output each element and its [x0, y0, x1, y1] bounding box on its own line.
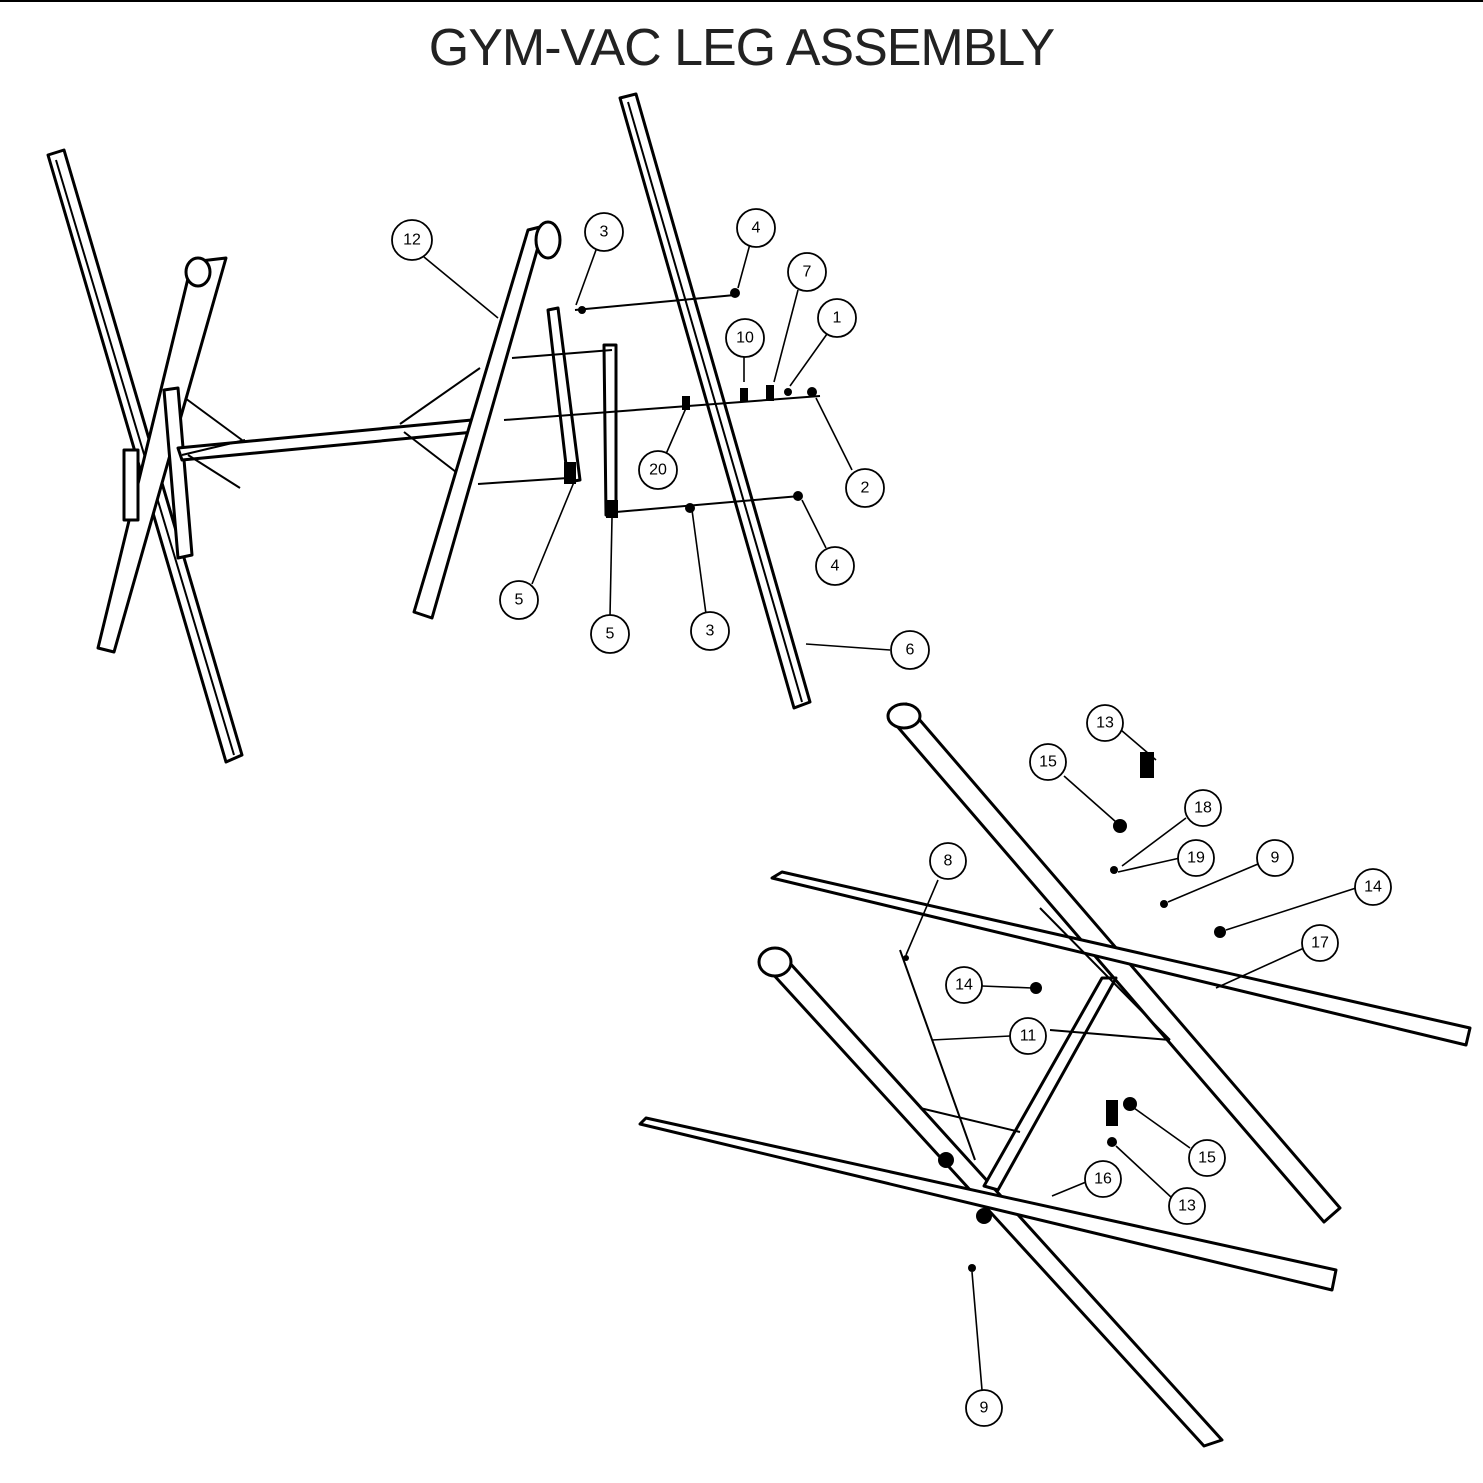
callout-c1: 1	[817, 298, 857, 338]
callout-c17: 17	[1301, 924, 1339, 962]
callout-c19: 19	[1177, 839, 1215, 877]
callout-c9b: 9	[965, 1389, 1003, 1427]
callout-label: 14	[1364, 879, 1382, 896]
callout-c5b: 5	[590, 614, 630, 654]
callout-label: 1	[833, 310, 842, 327]
callout-c12: 12	[391, 219, 433, 261]
callout-label: 15	[1198, 1150, 1216, 1167]
callout-label: 17	[1311, 935, 1329, 952]
callout-label: 11	[1020, 1028, 1037, 1045]
callout-label: 16	[1094, 1171, 1112, 1188]
callout-label: 14	[955, 977, 973, 994]
callout-c8: 8	[929, 842, 967, 880]
callout-label: 19	[1187, 850, 1205, 867]
diagram-title: GYM-VAC LEG ASSEMBLY	[428, 19, 1055, 77]
callout-c10: 10	[725, 318, 765, 358]
callout-label: 20	[649, 462, 667, 479]
callout-c15a: 15	[1029, 743, 1067, 781]
callout-label: 13	[1178, 1198, 1196, 1215]
callout-c16: 16	[1084, 1160, 1122, 1198]
callout-label: 5	[515, 592, 524, 609]
callout-label: 8	[944, 853, 953, 870]
lower-center-post	[982, 976, 1118, 1192]
callout-label: 6	[906, 642, 915, 659]
callout-label: 4	[752, 220, 761, 237]
callout-label: 3	[706, 623, 715, 640]
callout-c7: 7	[787, 252, 827, 292]
callout-label: 7	[803, 264, 812, 281]
part-12-leg	[412, 224, 546, 620]
callout-label: 13	[1096, 715, 1114, 732]
gas-spring-right	[602, 343, 618, 517]
callout-label: 9	[1271, 850, 1280, 867]
callout-c3a: 3	[584, 212, 624, 252]
callout-c13a: 13	[1086, 704, 1124, 742]
callout-c4a: 4	[736, 208, 776, 248]
leader-lines	[423, 243, 1357, 1391]
callout-label: 9	[980, 1400, 989, 1417]
callout-c11: 11	[1009, 1017, 1047, 1055]
top-border-rule	[0, 0, 1483, 2]
callout-c3b: 3	[690, 611, 730, 651]
lower-leg-b	[770, 870, 1472, 1047]
callout-label: 4	[831, 558, 840, 575]
callout-c20: 20	[638, 450, 678, 490]
callout-c6: 6	[890, 630, 930, 670]
gas-spring-left	[546, 306, 582, 484]
callout-c2: 2	[845, 468, 885, 508]
callout-label: 12	[403, 232, 421, 249]
callout-label: 5	[606, 626, 615, 643]
callout-label: 18	[1194, 800, 1212, 817]
callout-label: 2	[861, 480, 870, 497]
lower-assembly	[638, 702, 1472, 1448]
lower-leg-d	[638, 1116, 1338, 1292]
callout-c18: 18	[1184, 789, 1222, 827]
callout-c15b: 15	[1188, 1139, 1226, 1177]
callout-c4b: 4	[815, 546, 855, 586]
callout-c14a: 14	[1354, 868, 1392, 906]
left-bracket	[162, 386, 194, 560]
callout-label: 10	[736, 330, 754, 347]
callout-label: 3	[600, 224, 609, 241]
callout-label: 15	[1039, 754, 1057, 771]
upper-assembly	[46, 92, 821, 764]
callout-c14b: 14	[945, 966, 983, 1004]
callout-c13b: 13	[1168, 1187, 1206, 1225]
callout-c5a: 5	[499, 580, 539, 620]
callout-c9a: 9	[1256, 839, 1294, 877]
